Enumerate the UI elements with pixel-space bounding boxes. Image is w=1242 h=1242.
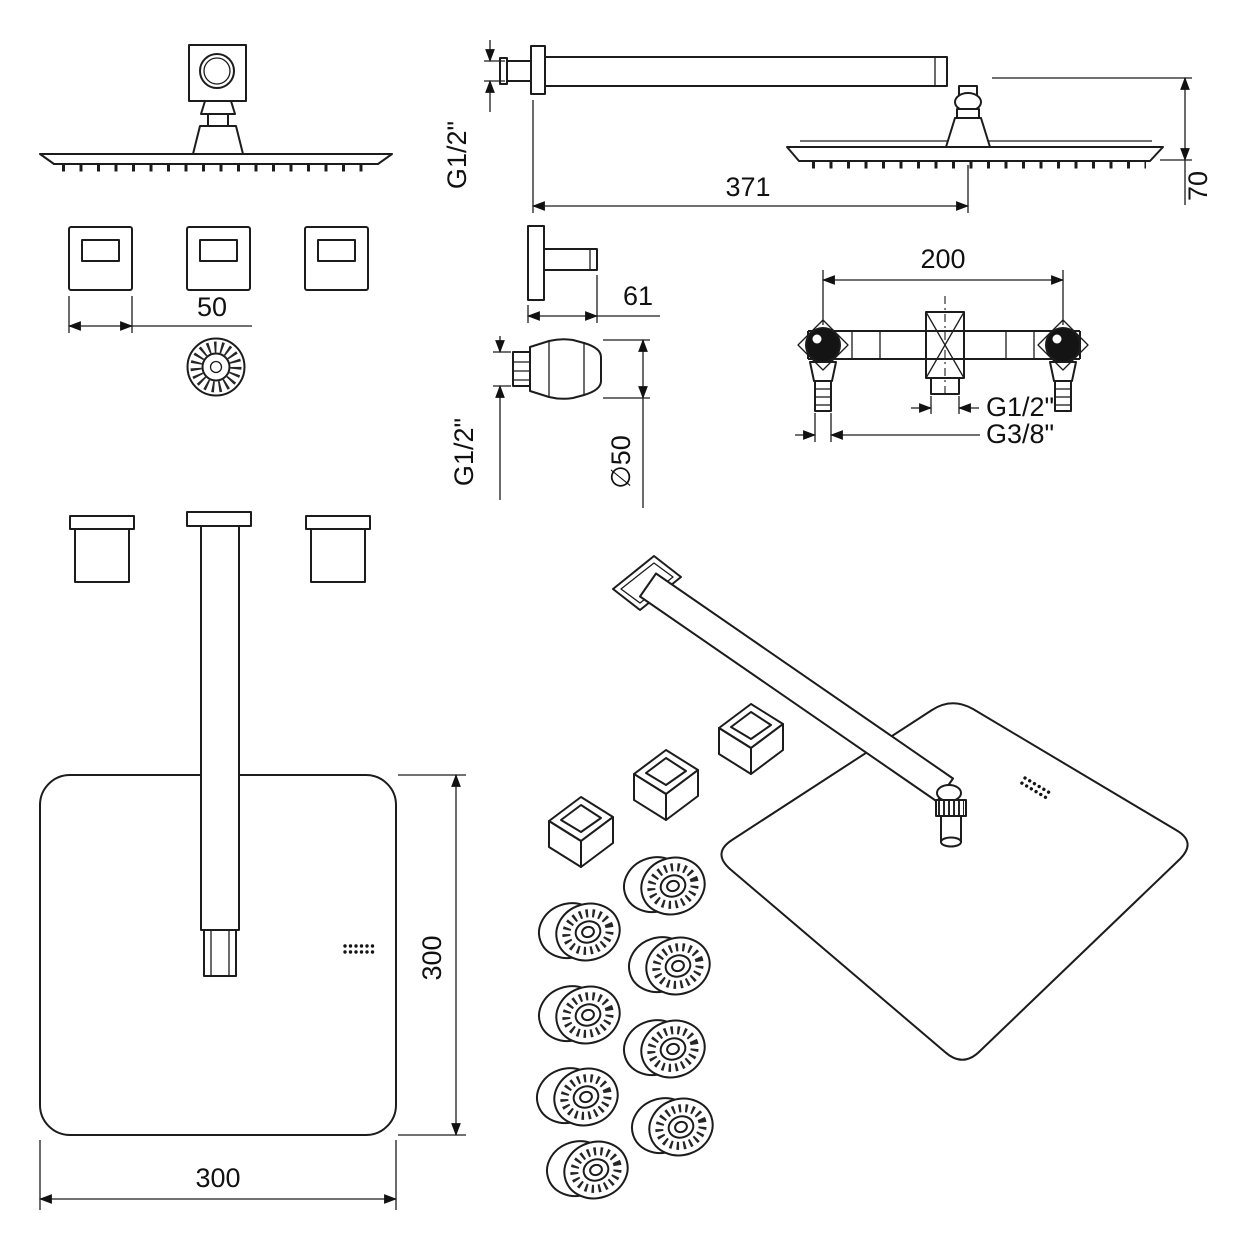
dim-label-200: 200: [920, 244, 965, 274]
body-jets: [530, 844, 720, 1212]
spout-stem: [543, 248, 598, 271]
handle-iso-3: [718, 703, 784, 775]
handle-iso-2: [633, 749, 699, 821]
dim-label-dia50: ∅50: [606, 435, 636, 489]
dim-arm-length: 371: [531, 100, 970, 213]
body-jet-6: [622, 924, 717, 1008]
body-jet-5: [617, 844, 712, 928]
aerator-thread-stub: [512, 351, 531, 387]
body-jet-3: [530, 1055, 625, 1139]
arm-escutcheon-iso: [612, 555, 682, 611]
view-aerator-side: [512, 338, 602, 400]
view-spout-side: [527, 225, 598, 301]
dim-arm-thread: G1/2": [442, 40, 505, 189]
wall-flange: [530, 45, 546, 95]
body-jet-1: [532, 890, 627, 974]
view-shower-front: [39, 44, 393, 397]
shower-arm-iso: [639, 572, 954, 803]
valve-left: [805, 327, 841, 363]
spout-flange: [527, 225, 545, 301]
dim-valve-spacing: 200: [821, 244, 1065, 325]
body-jet-4: [540, 1128, 635, 1212]
dim-label-g38-valve: G3/8": [986, 419, 1054, 449]
body-jet-8: [625, 1085, 720, 1169]
dim-label-300-v: 300: [417, 935, 447, 980]
dim-label-70: 70: [1183, 171, 1213, 201]
dim-spout-length: 61: [526, 275, 660, 323]
body-jet-7: [617, 1007, 712, 1091]
aerator-front: [186, 337, 246, 397]
handle-iso-1: [548, 796, 614, 868]
ball-joint-iso: [935, 799, 967, 817]
handle-top-1: [74, 528, 130, 583]
dim-handle-width: 50: [67, 292, 252, 333]
dim-head-depth: 300: [398, 773, 466, 1137]
dim-head-width: 300: [38, 1140, 398, 1210]
dim-label-g12-arm: G1/2": [442, 121, 472, 189]
dim-head-drop: 70: [992, 76, 1213, 205]
dim-aerator-diameter: ∅50: [603, 338, 650, 508]
handle-front-2: [186, 226, 251, 291]
dim-valve-outlet: G1/2": [911, 392, 1054, 422]
dim-label-g12-aerator: G1/2": [449, 418, 479, 486]
dim-label-371: 371: [725, 172, 770, 202]
shower-arm-side: [544, 56, 948, 87]
body-jet-2: [532, 973, 627, 1057]
handle-top-3: [310, 528, 366, 583]
supply-stem-top: [200, 525, 240, 931]
valve-right: [1045, 327, 1081, 363]
view-isometric-assembly: [530, 555, 1189, 1212]
dim-aerator-thread: G1/2": [449, 336, 511, 500]
dim-label-61: 61: [623, 281, 653, 311]
aerator-body: [529, 338, 602, 400]
brand-dots-logo: [343, 944, 375, 954]
dim-label-50: 50: [197, 292, 227, 322]
shower-plate-front: [39, 153, 393, 165]
handle-top-2: [186, 511, 252, 527]
shower-head-side: [786, 146, 1164, 162]
view-valve-manifold: [797, 296, 1089, 412]
dim-label-300-h: 300: [195, 1163, 240, 1193]
dim-label-g12-valve: G1/2": [986, 392, 1054, 422]
shower-plate-iso: [720, 702, 1189, 1061]
view-arm-side: [499, 45, 1164, 169]
brand-dots-logo-iso: [1020, 776, 1051, 800]
view-head-top: [39, 511, 397, 1136]
dim-valve-inlet: G3/8": [795, 413, 1054, 449]
handle-front-1: [68, 226, 133, 291]
handle-front-3: [304, 226, 369, 291]
